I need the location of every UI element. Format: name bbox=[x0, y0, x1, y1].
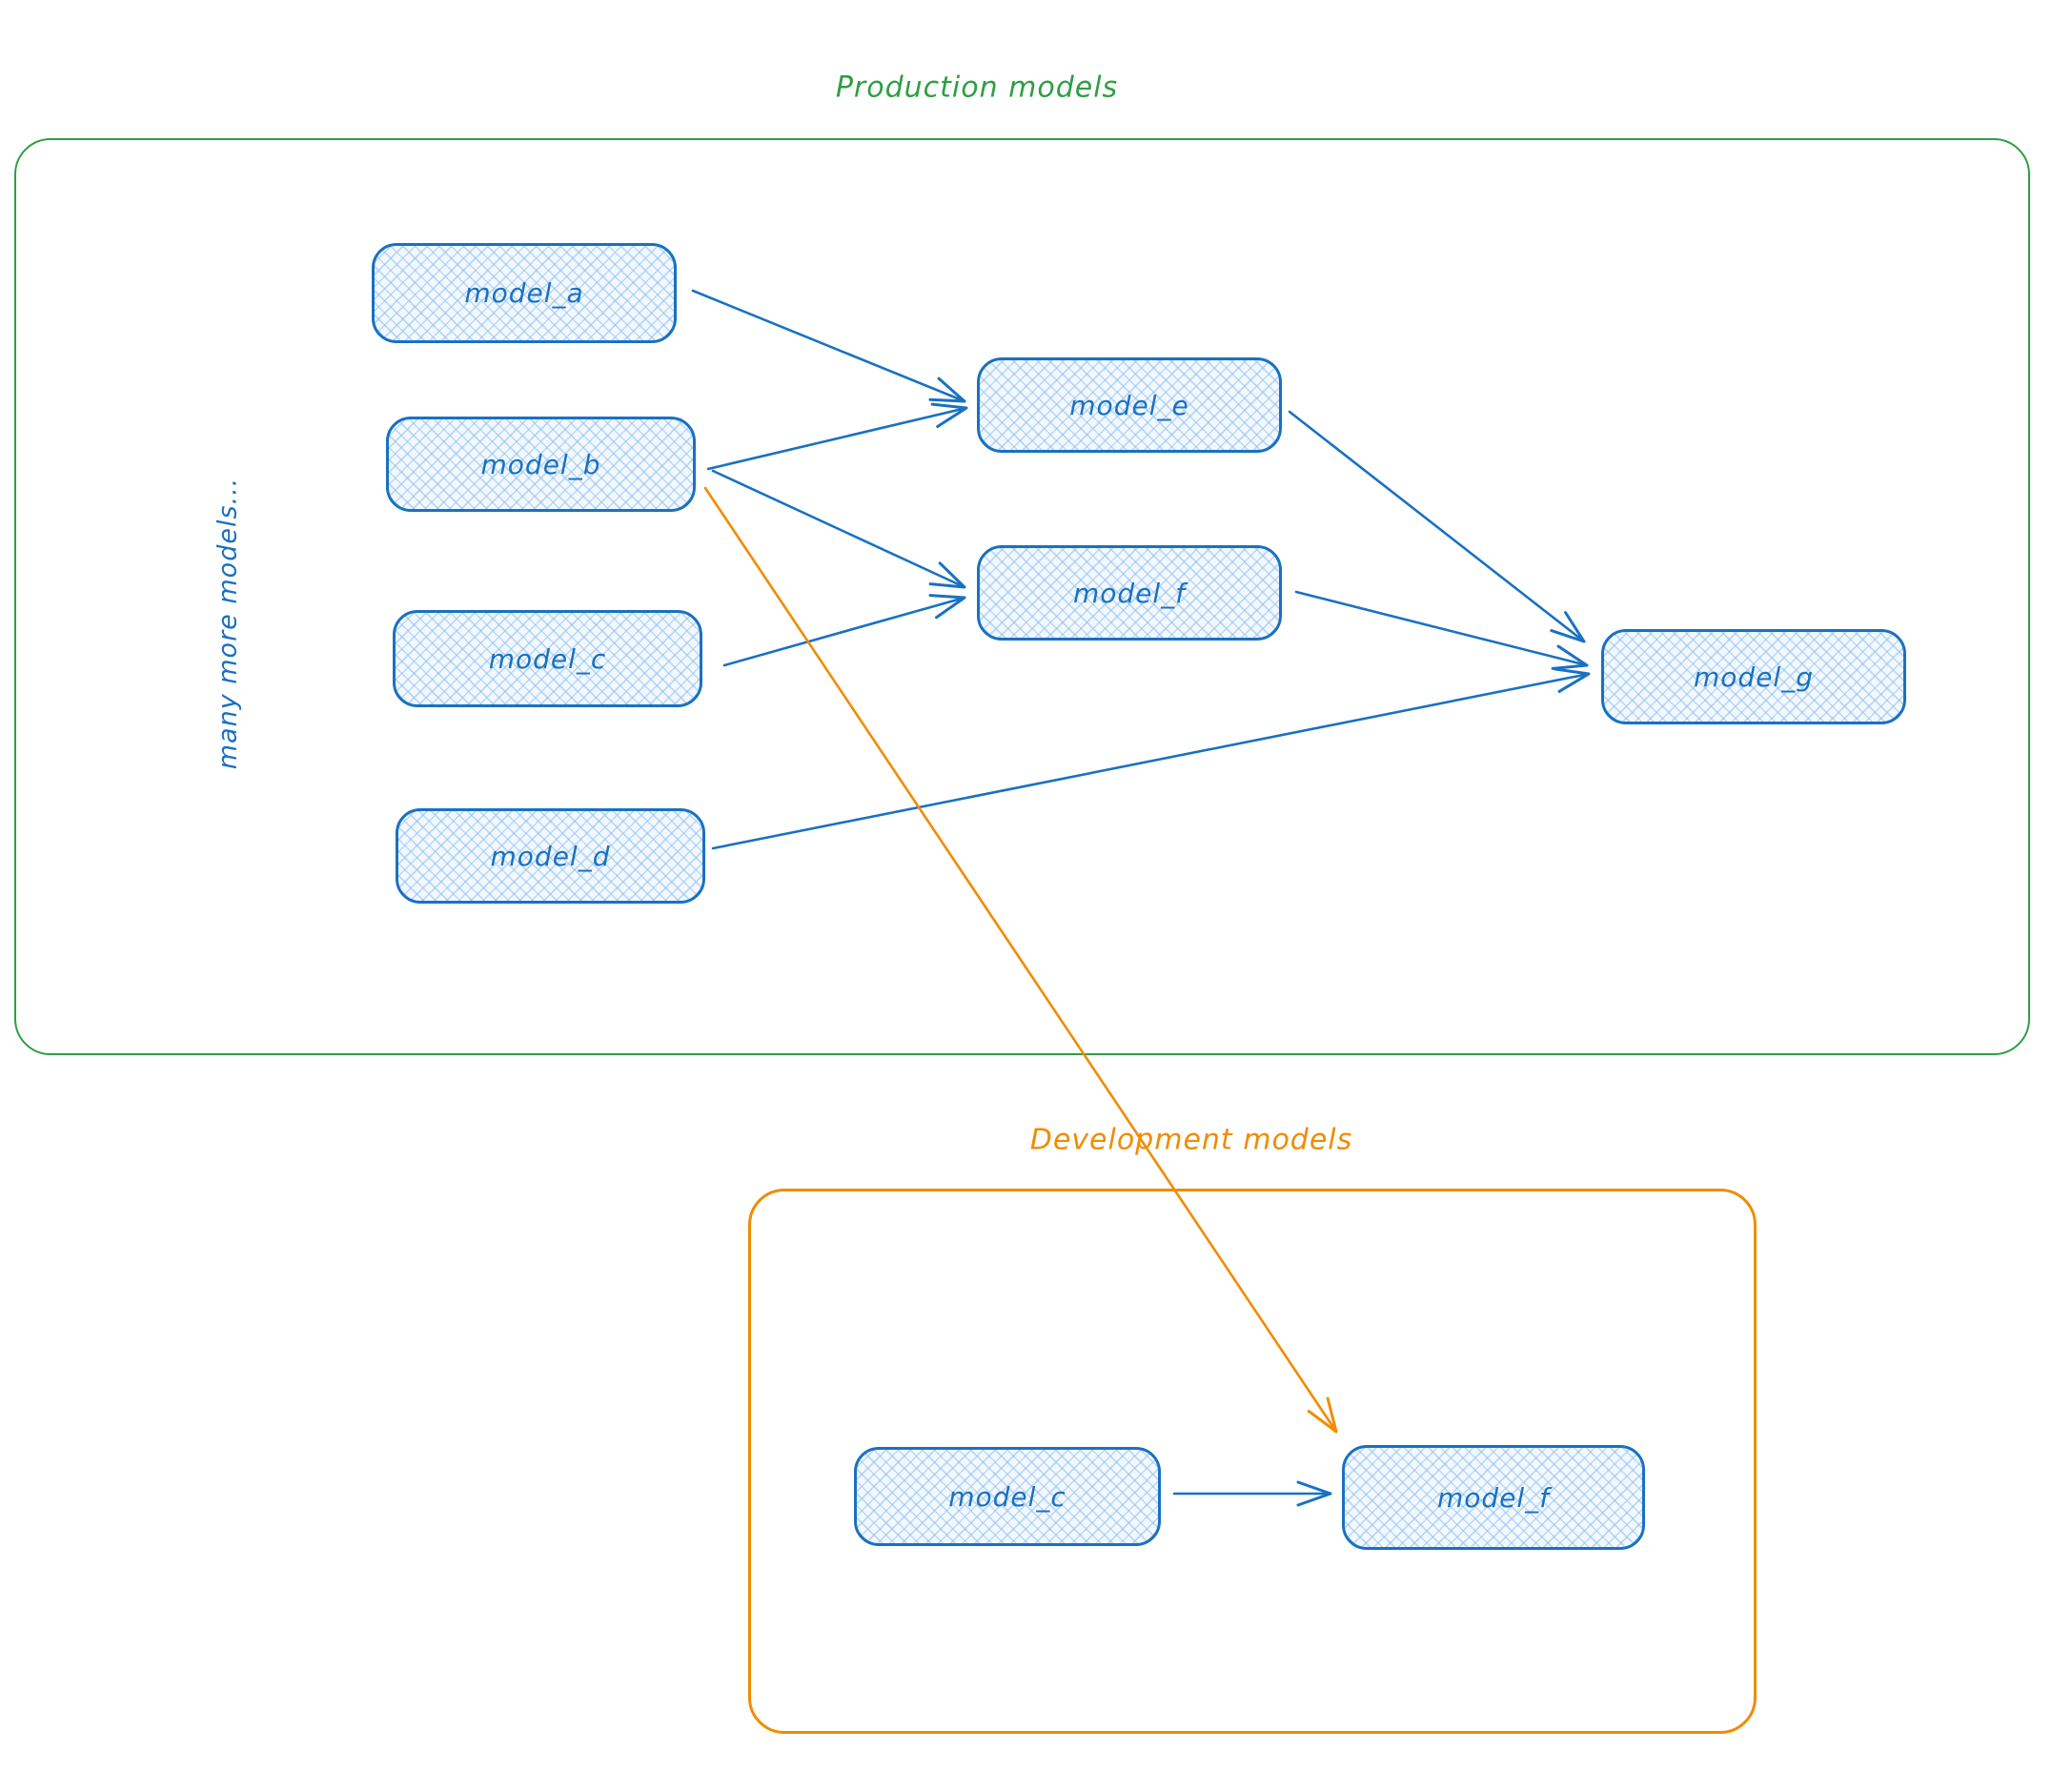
production-models-group-box[interactable] bbox=[14, 138, 2030, 1055]
node-model_f[interactable]: model_f bbox=[977, 545, 1282, 641]
node-label-model_d: model_d bbox=[490, 840, 611, 872]
node-model_a[interactable]: model_a bbox=[372, 243, 677, 343]
edge-model_b-to-model_e[interactable] bbox=[706, 402, 968, 471]
edge-model_c-to-model_f[interactable] bbox=[722, 594, 966, 667]
node-model_g[interactable]: model_g bbox=[1601, 629, 1906, 724]
many-more-models-note[interactable]: many more models... bbox=[213, 477, 243, 770]
edge-model_f-to-model_g[interactable] bbox=[1294, 590, 1589, 670]
node-label-model_c: model_c bbox=[488, 642, 607, 675]
node-model_c[interactable]: model_c bbox=[393, 610, 702, 707]
node-model_e[interactable]: model_e bbox=[977, 357, 1282, 453]
node-label-dev_model_c: model_c bbox=[948, 1480, 1066, 1513]
node-dev_model_c[interactable]: model_c bbox=[854, 1447, 1161, 1546]
development-models-group-box[interactable] bbox=[748, 1189, 1757, 1734]
node-label-model_f: model_f bbox=[1072, 577, 1187, 609]
edge-model_a-to-model_e[interactable] bbox=[691, 289, 966, 403]
node-label-model_g: model_g bbox=[1694, 661, 1814, 693]
node-label-model_b: model_b bbox=[480, 448, 601, 480]
node-model_b[interactable]: model_b bbox=[386, 417, 696, 512]
edge-model_b-to-dev_model_f[interactable] bbox=[703, 486, 1338, 1434]
node-label-model_e: model_e bbox=[1069, 389, 1189, 421]
node-model_d[interactable]: model_d bbox=[396, 808, 705, 904]
production-models-title[interactable]: Production models bbox=[835, 71, 1119, 105]
development-models-title[interactable]: Development models bbox=[1029, 1123, 1353, 1157]
node-dev_model_f[interactable]: model_f bbox=[1342, 1445, 1645, 1550]
edge-model_e-to-model_g[interactable] bbox=[1288, 410, 1586, 643]
edge-model_b-to-model_f[interactable] bbox=[711, 469, 966, 589]
node-label-dev_model_f: model_f bbox=[1436, 1481, 1551, 1514]
edge-model_d-to-model_g[interactable] bbox=[711, 667, 1591, 850]
node-label-model_a: model_a bbox=[464, 277, 584, 309]
